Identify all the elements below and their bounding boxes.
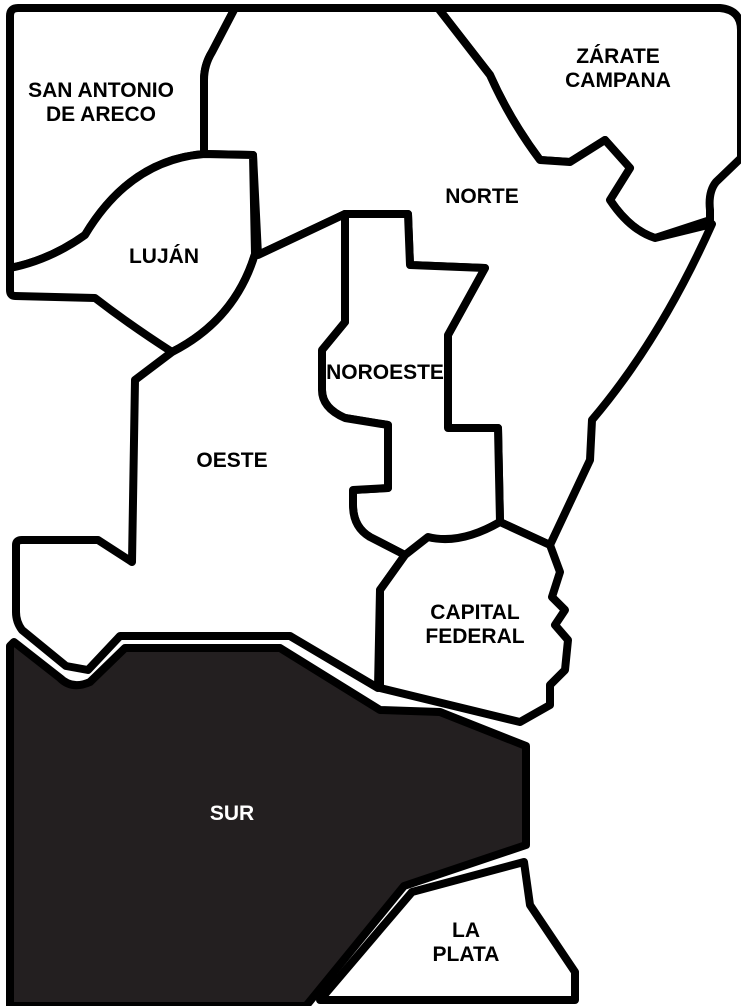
label-norte: NORTE: [445, 185, 519, 208]
label-la-plata-1: LA: [452, 919, 480, 942]
label-sur: SUR: [210, 802, 254, 825]
label-capital-federal-2: FEDERAL: [425, 625, 524, 648]
label-zarate-campana-2: CAMPANA: [565, 69, 671, 92]
region-oeste[interactable]: [12, 210, 409, 692]
label-zarate-campana-1: ZÁRATE: [576, 45, 660, 68]
label-lujan: LUJÁN: [129, 245, 199, 268]
label-san-antonio-de-areco-1: SAN ANTONIO: [28, 79, 174, 102]
region-sur[interactable]: [6, 638, 530, 1006]
label-capital-federal-1: CAPITAL: [430, 601, 520, 624]
label-oeste: OESTE: [196, 449, 267, 472]
label-la-plata-2: PLATA: [433, 943, 500, 966]
label-noroeste: NOROESTE: [326, 361, 444, 384]
region-la-plata[interactable]: [316, 858, 579, 1004]
label-san-antonio-de-areco-2: DE ARECO: [46, 103, 156, 126]
region-capital-federal[interactable]: [376, 518, 572, 726]
